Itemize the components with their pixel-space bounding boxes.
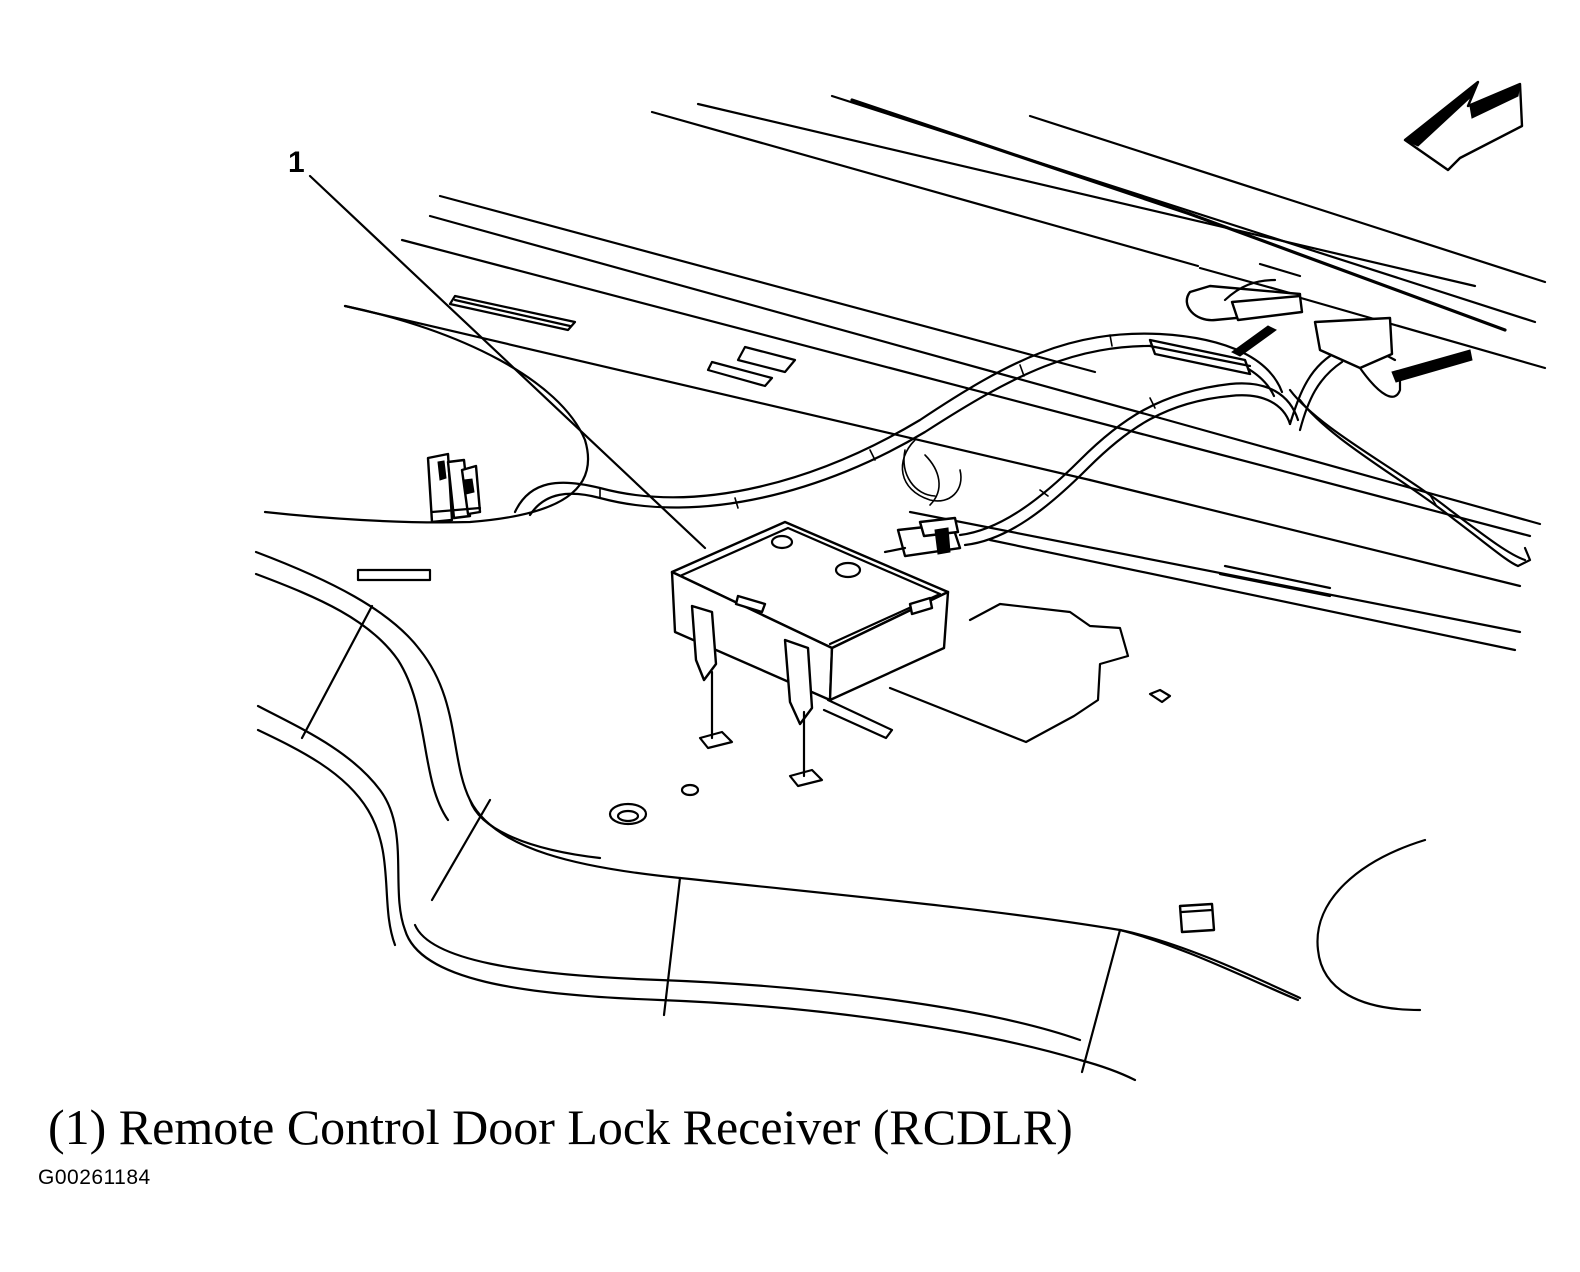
lower-headliner-contours — [254, 550, 1427, 1082]
wire-bundle — [901, 439, 962, 506]
diagram-caption: (1) Remote Control Door Lock Receiver (R… — [48, 1099, 1073, 1155]
headliner-recess — [888, 602, 1172, 744]
figure-id: G00261184 — [38, 1166, 151, 1189]
rail-clip-assembly — [1148, 262, 1473, 398]
direction-arrow-icon — [1403, 80, 1524, 172]
retainer-clip — [426, 452, 482, 524]
roof-rails — [343, 94, 1547, 652]
headliner-left-contour — [263, 294, 797, 524]
wiring-harness — [513, 332, 1532, 568]
callout-number: 1 — [288, 146, 305, 179]
rcdlr-module — [670, 520, 950, 788]
callout-leader — [308, 174, 707, 550]
harness-connector — [883, 516, 962, 558]
